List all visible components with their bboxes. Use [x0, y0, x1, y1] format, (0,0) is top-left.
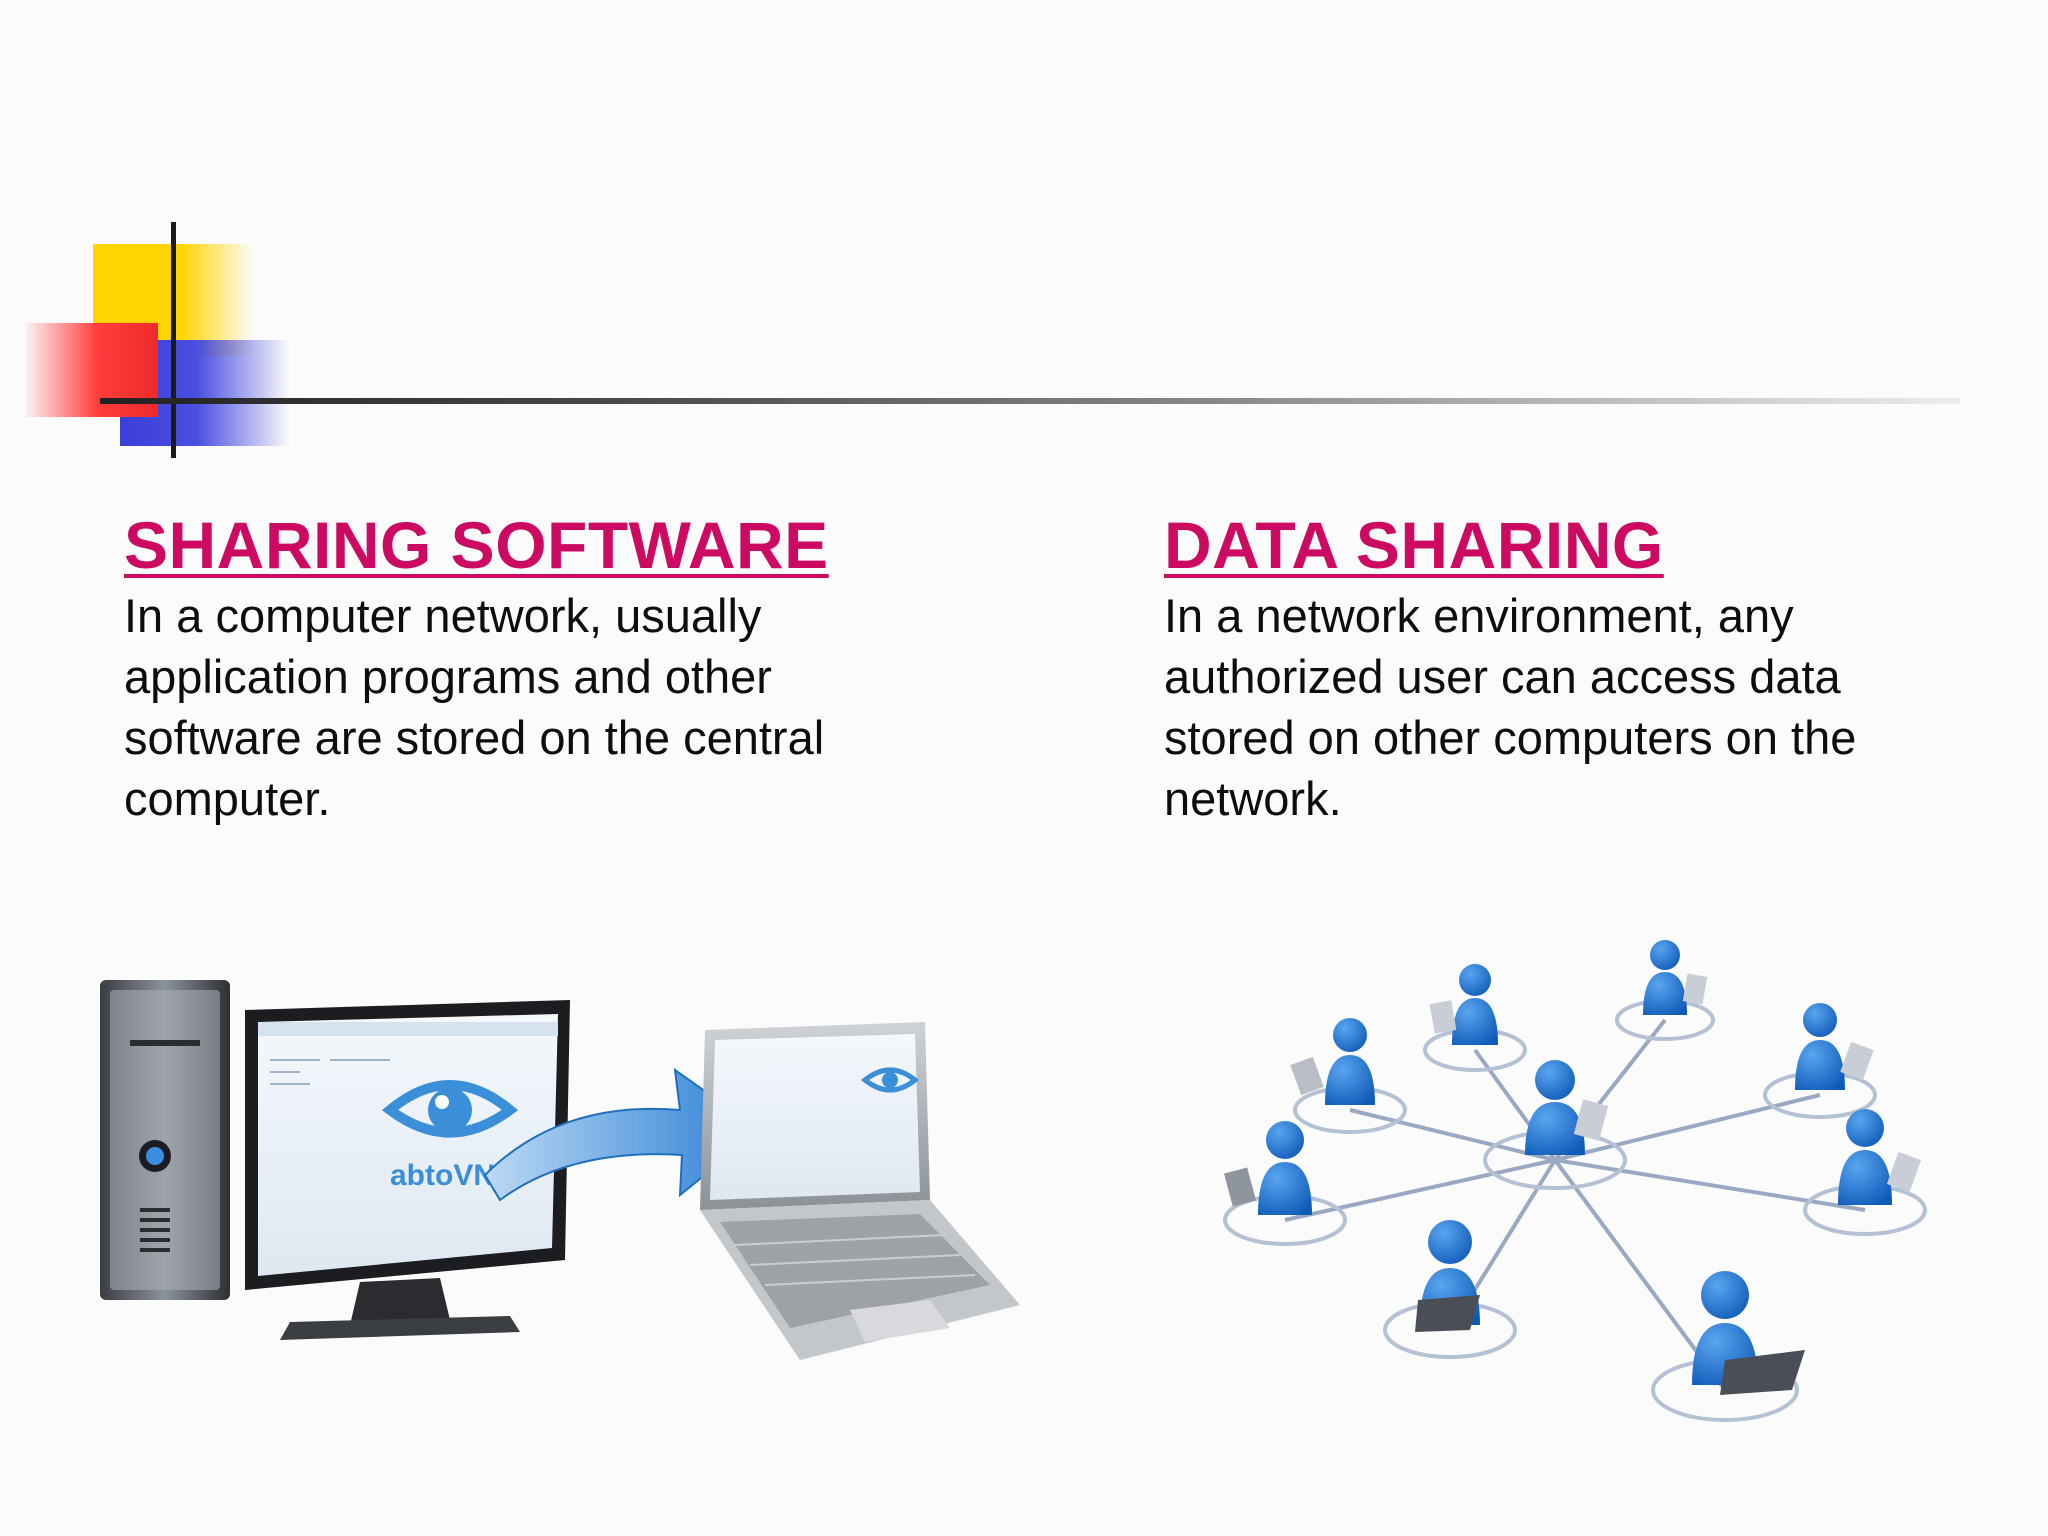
monitor-icon: abtoVNC [245, 1000, 570, 1340]
laptop-icon [700, 1022, 1020, 1360]
data-sharing-section: DATA SHARING In a network environment, a… [1164, 505, 2048, 829]
sharing-software-body: In a computer network, usually applicati… [124, 589, 825, 825]
data-sharing-network-illustration [1180, 930, 1970, 1490]
data-sharing-heading: DATA SHARING [1164, 508, 1664, 582]
software-sharing-illustration: abtoVNC [90, 960, 1030, 1380]
vnc-eye-logo-icon [381, 1080, 519, 1138]
horizontal-divider-line [100, 398, 1960, 404]
sharing-software-section: SHARING SOFTWARE In a computer network, … [124, 505, 1084, 829]
desktop-tower-icon [100, 980, 230, 1300]
network-lines-icon [1284, 1018, 1866, 1392]
sharing-software-heading: SHARING SOFTWARE [124, 508, 829, 582]
person-laptop-icon [1224, 940, 1922, 1395]
vertical-divider-line [171, 222, 176, 458]
data-sharing-body: In a network environment, any authorized… [1164, 589, 1857, 825]
